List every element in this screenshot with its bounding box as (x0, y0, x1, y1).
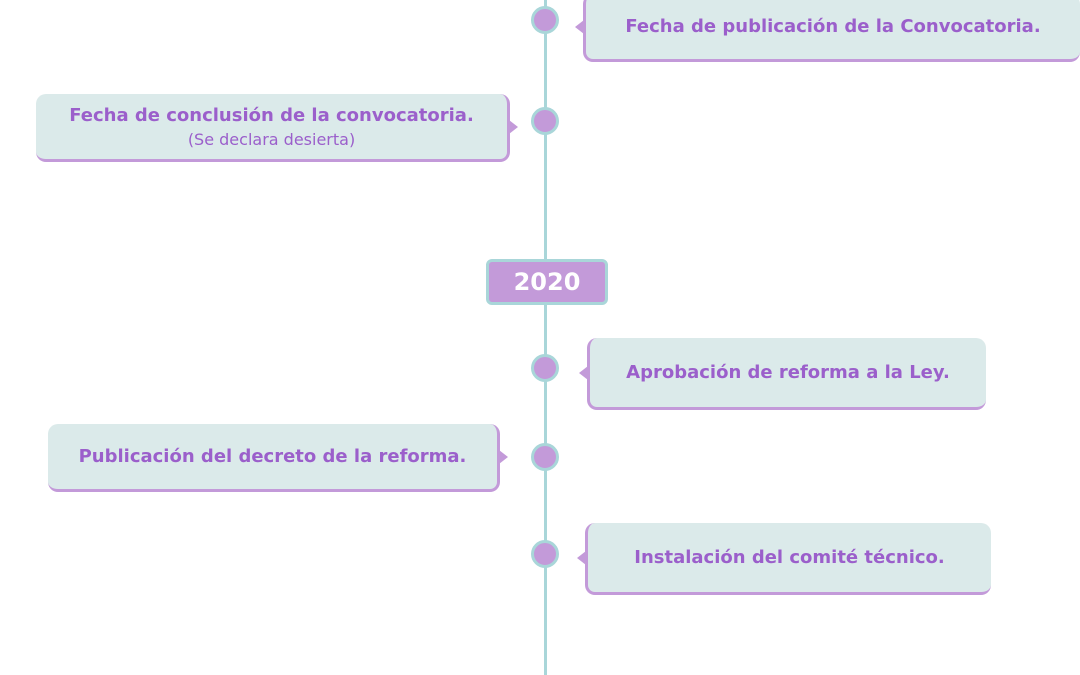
event-title: Fecha de publicación de la Convocatoria. (625, 16, 1041, 37)
timeline-node-publicacion-convocatoria (531, 6, 559, 34)
event-title: Instalación del comité técnico. (634, 547, 945, 568)
event-title: Fecha de conclusión de la convocatoria. (69, 104, 474, 126)
event-card-conclusion-convocatoria: Fecha de conclusión de la convocatoria. … (36, 94, 518, 162)
event-card-publicacion-decreto: Publicación del decreto de la reforma. (48, 424, 508, 492)
event-card-instalacion-comite: Instalación del comité técnico. (577, 523, 991, 595)
event-card-aprobacion-reforma: Aprobación de reforma a la Ley. (579, 338, 986, 410)
timeline-node-conclusion-convocatoria (531, 107, 559, 135)
timeline-node-instalacion-comite (531, 540, 559, 568)
timeline-axis (544, 0, 547, 675)
year-marker: 2020 (486, 259, 608, 305)
event-title: Publicación del decreto de la reforma. (78, 446, 467, 467)
event-title: Aprobación de reforma a la Ley. (626, 362, 950, 383)
event-card-publicacion-convocatoria: Fecha de publicación de la Convocatoria. (575, 0, 1080, 62)
event-note: (Se declara desierta) (187, 129, 356, 149)
timeline-node-aprobacion-reforma (531, 354, 559, 382)
timeline-node-publicacion-decreto (531, 443, 559, 471)
